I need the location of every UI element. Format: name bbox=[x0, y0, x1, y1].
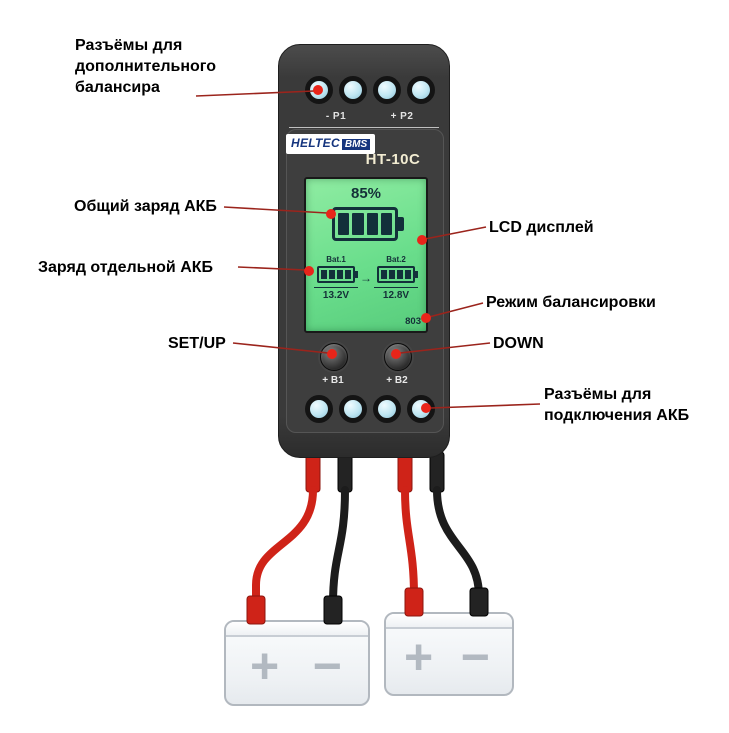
battery1-plus-post bbox=[246, 595, 266, 625]
bat1-battery-icon bbox=[317, 266, 358, 283]
lcd-display: 85% Bat.1 13.2V → Bat.2 bbox=[304, 177, 428, 333]
annotation-down: DOWN bbox=[493, 335, 544, 352]
b2-red-wire bbox=[401, 486, 418, 600]
cell-readouts: Bat.1 13.2V → Bat.2 12.8V bbox=[306, 255, 426, 301]
battery-2: + − bbox=[384, 612, 514, 696]
annotation-set-up: SET/UP bbox=[168, 335, 226, 352]
battery1-minus-post bbox=[323, 595, 343, 625]
button-label-b1: + B1 bbox=[322, 375, 344, 386]
bat1-readout: Bat.1 13.2V bbox=[312, 255, 360, 301]
battery2-plus-post bbox=[404, 587, 424, 617]
brand-text: HELTEC bbox=[291, 136, 340, 150]
battery-port-1 bbox=[305, 395, 333, 423]
battery-2-lid bbox=[386, 614, 512, 629]
battery-1-lid bbox=[226, 622, 368, 637]
battery-port-4 bbox=[407, 395, 435, 423]
button-label-b2: + B2 bbox=[386, 375, 408, 386]
annotation-cell-charge: Заряд отдельной АКБ bbox=[38, 259, 214, 276]
total-battery-icon bbox=[332, 207, 398, 241]
bat1-voltage: 13.2V bbox=[314, 287, 358, 301]
balance-mode-code: 803 bbox=[405, 316, 421, 327]
balancer-port-1 bbox=[305, 76, 333, 104]
plus-terminal-mark: + bbox=[250, 638, 280, 694]
b1-red-wire bbox=[252, 486, 317, 608]
battery2-minus-post bbox=[469, 587, 489, 617]
battery-1: + − bbox=[224, 620, 370, 706]
total-charge-value: 85% bbox=[350, 185, 382, 202]
annotation-battery-ports: Разъёмы для подключения АКБ bbox=[544, 386, 690, 424]
bat2-readout: Bat.2 12.8V bbox=[372, 255, 420, 301]
balance-arrow-icon: → bbox=[360, 271, 372, 285]
b2-black-wire bbox=[433, 486, 483, 600]
annotation-balance-mode: Режим балансировки bbox=[486, 294, 656, 311]
bat2-label: Bat.2 bbox=[386, 255, 406, 264]
battery-port-3 bbox=[373, 395, 401, 423]
annotation-total-charge: Общий заряд АКБ bbox=[74, 198, 217, 215]
annotation-balancer-ports: Разъёмы для дополнительного балансира bbox=[75, 37, 217, 96]
port-label-p2: + P2 bbox=[390, 111, 414, 122]
minus-terminal-mark: − bbox=[312, 638, 342, 694]
model-label: HT-10C bbox=[365, 151, 421, 168]
down-button bbox=[384, 343, 412, 371]
b1-black-wire bbox=[329, 486, 349, 608]
balancer-port-2 bbox=[339, 76, 367, 104]
bat1-label: Bat.1 bbox=[326, 255, 346, 264]
bat2-battery-icon bbox=[377, 266, 418, 283]
battery-port-2 bbox=[339, 395, 367, 423]
port-label-p1: - P1 bbox=[325, 111, 347, 122]
battery-tip bbox=[398, 217, 404, 231]
annotation-lcd: LCD дисплей bbox=[489, 219, 594, 236]
divider-line bbox=[289, 127, 439, 128]
brand-suffix-text: BMS bbox=[341, 139, 371, 150]
balancer-port-3 bbox=[373, 76, 401, 104]
set-up-button bbox=[320, 343, 348, 371]
balancer-port-4 bbox=[407, 76, 435, 104]
bat2-voltage: 12.8V bbox=[374, 287, 418, 301]
minus-terminal-mark: − bbox=[460, 629, 490, 685]
plus-terminal-mark: + bbox=[404, 629, 434, 685]
